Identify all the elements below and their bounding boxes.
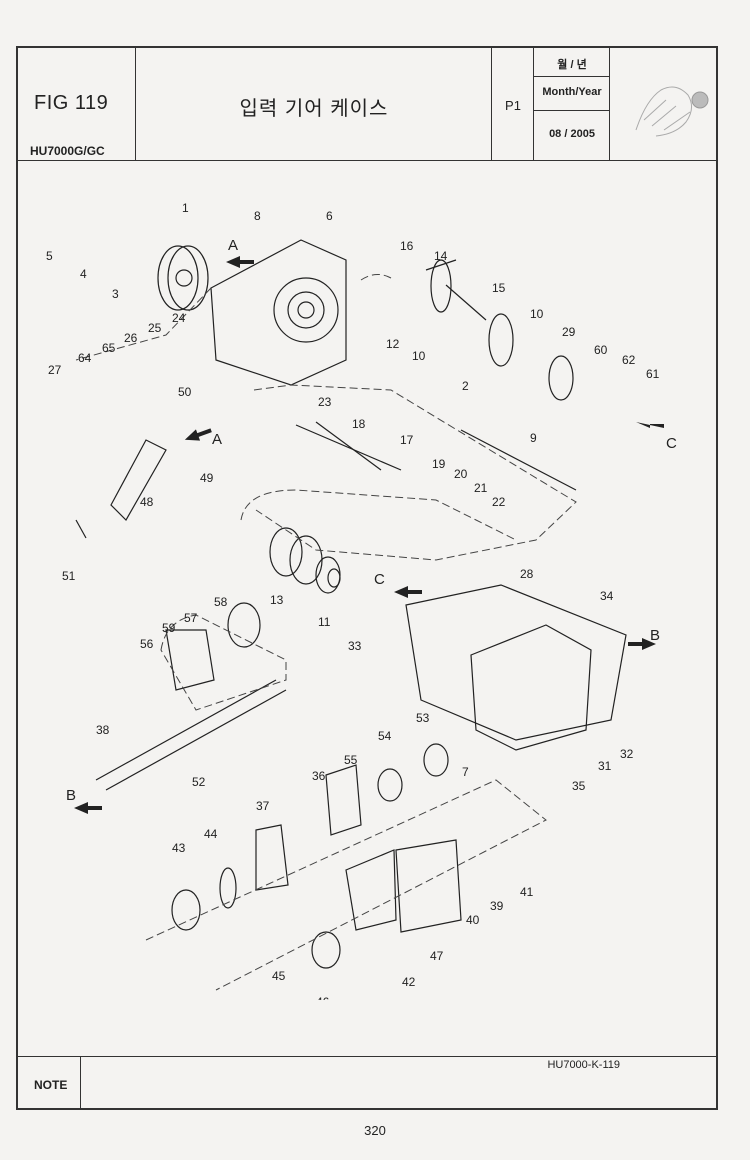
part-callout: 59 bbox=[162, 621, 176, 635]
part-callout: 47 bbox=[430, 949, 444, 963]
part-callout: 57 bbox=[184, 611, 198, 625]
part-callout: 28 bbox=[520, 567, 534, 581]
part-callout: 31 bbox=[598, 759, 612, 773]
part-callout: 54 bbox=[378, 729, 392, 743]
month-year-en: Month/Year bbox=[542, 86, 602, 98]
part-callout: 52 bbox=[192, 775, 206, 789]
note-label: NOTE bbox=[34, 1078, 68, 1092]
part-callout: 18 bbox=[352, 417, 366, 431]
part-callout: 6 bbox=[326, 209, 333, 223]
part-callout: 32 bbox=[620, 747, 634, 761]
header-divider bbox=[18, 160, 716, 161]
date-cell bbox=[534, 48, 610, 160]
part-callout: 40 bbox=[466, 913, 480, 927]
arrow-label: B bbox=[66, 787, 76, 804]
date-divider bbox=[534, 110, 610, 111]
part-callout: 56 bbox=[140, 637, 154, 651]
part-callout: 55 bbox=[344, 753, 358, 767]
part-callout: 22 bbox=[492, 495, 506, 509]
part-callout: 19 bbox=[432, 457, 446, 471]
part-callout: 34 bbox=[600, 589, 614, 603]
part-callout: 21 bbox=[474, 481, 488, 495]
callout-labels: 1 2 3 4 5 6 7 8 9 10 10 11 12 13 14 15 1… bbox=[46, 201, 660, 1000]
part-callout: 4 bbox=[80, 267, 87, 281]
part-callout: 15 bbox=[492, 281, 506, 295]
page-title: 입력 기어 케이스 bbox=[239, 98, 389, 120]
part-callout: 16 bbox=[400, 239, 414, 253]
date-divider bbox=[534, 76, 610, 77]
part-callout: 23 bbox=[318, 395, 332, 409]
part-callout: 12 bbox=[386, 337, 400, 351]
month-year-ko: 월 / 년 bbox=[557, 59, 587, 71]
arrow-label: A bbox=[228, 237, 238, 254]
part-callout: 53 bbox=[416, 711, 430, 725]
arrow-label: C bbox=[666, 435, 677, 452]
part-outlines bbox=[75, 239, 627, 969]
page-code-cell bbox=[492, 48, 534, 160]
parts-sheet: FIG 119 HU7000G/GC 입력 기어 케이스 P1 월 / 년 Mo… bbox=[16, 46, 718, 1110]
part-callout: 27 bbox=[48, 363, 62, 377]
part-callout: 50 bbox=[178, 385, 192, 399]
part-callout: 9 bbox=[530, 431, 537, 445]
part-callout: 37 bbox=[256, 799, 270, 813]
note-divider bbox=[18, 1056, 716, 1057]
part-callout: 24 bbox=[172, 311, 186, 325]
page-code: P1 bbox=[505, 98, 521, 113]
part-callout: 39 bbox=[490, 899, 504, 913]
part-callout: 8 bbox=[254, 209, 261, 223]
part-callout: 44 bbox=[204, 827, 218, 841]
part-callout: 17 bbox=[400, 433, 414, 447]
part-callout: 41 bbox=[520, 885, 534, 899]
part-callout: 48 bbox=[140, 495, 154, 509]
page-number: 320 bbox=[364, 1123, 386, 1138]
note-divider bbox=[80, 1056, 81, 1110]
part-callout: 51 bbox=[62, 569, 76, 583]
fig-cell bbox=[18, 48, 136, 160]
part-callout: 60 bbox=[594, 343, 608, 357]
exploded-parts-diagram: A A B B C C 1 2 3 4 5 6 7 8 9 10 10 11 1… bbox=[46, 201, 677, 1000]
part-callout: 46 bbox=[316, 995, 330, 1000]
part-callout: 33 bbox=[348, 639, 362, 653]
arrow-label: B bbox=[650, 627, 660, 644]
arrow-label: C bbox=[374, 571, 385, 588]
part-callout: 61 bbox=[646, 367, 660, 381]
part-callout: 11 bbox=[318, 615, 331, 629]
direction-arrows: A A B B C C bbox=[66, 237, 677, 814]
title-cell bbox=[136, 48, 492, 160]
part-callout: 35 bbox=[572, 779, 586, 793]
part-callout: 26 bbox=[124, 331, 138, 345]
part-callout: 65 bbox=[102, 341, 116, 355]
part-callout: 29 bbox=[562, 325, 576, 339]
part-callout: 5 bbox=[46, 249, 53, 263]
part-callout: 43 bbox=[172, 841, 186, 855]
part-callout: 64 bbox=[78, 351, 92, 365]
part-callout: 7 bbox=[462, 765, 469, 779]
part-callout: 42 bbox=[402, 975, 416, 989]
part-callout: 38 bbox=[96, 723, 110, 737]
part-callout: 20 bbox=[454, 467, 468, 481]
part-callout: 58 bbox=[214, 595, 228, 609]
stamp-mark bbox=[635, 86, 709, 137]
part-callout: 2 bbox=[462, 379, 469, 393]
model-code: HU7000G/GC bbox=[30, 144, 105, 158]
part-callout: 13 bbox=[270, 593, 284, 607]
part-callout: 1 bbox=[182, 201, 189, 215]
part-callout: 10 bbox=[412, 349, 426, 363]
part-callout: 3 bbox=[112, 287, 119, 301]
part-callout: 10 bbox=[530, 307, 544, 321]
figure-number: FIG 119 bbox=[34, 92, 109, 114]
part-callout: 49 bbox=[200, 471, 214, 485]
arrow-label: A bbox=[212, 431, 222, 448]
part-callout: 25 bbox=[148, 321, 162, 335]
issue-date: 08 / 2005 bbox=[549, 128, 595, 140]
part-callout: 36 bbox=[312, 769, 326, 783]
guide-lines bbox=[75, 274, 577, 991]
drawing-ref: HU7000-K-119 bbox=[547, 1059, 620, 1071]
part-callout: 62 bbox=[622, 353, 636, 367]
part-callout: 14 bbox=[434, 249, 448, 263]
part-callout: 45 bbox=[272, 969, 286, 983]
